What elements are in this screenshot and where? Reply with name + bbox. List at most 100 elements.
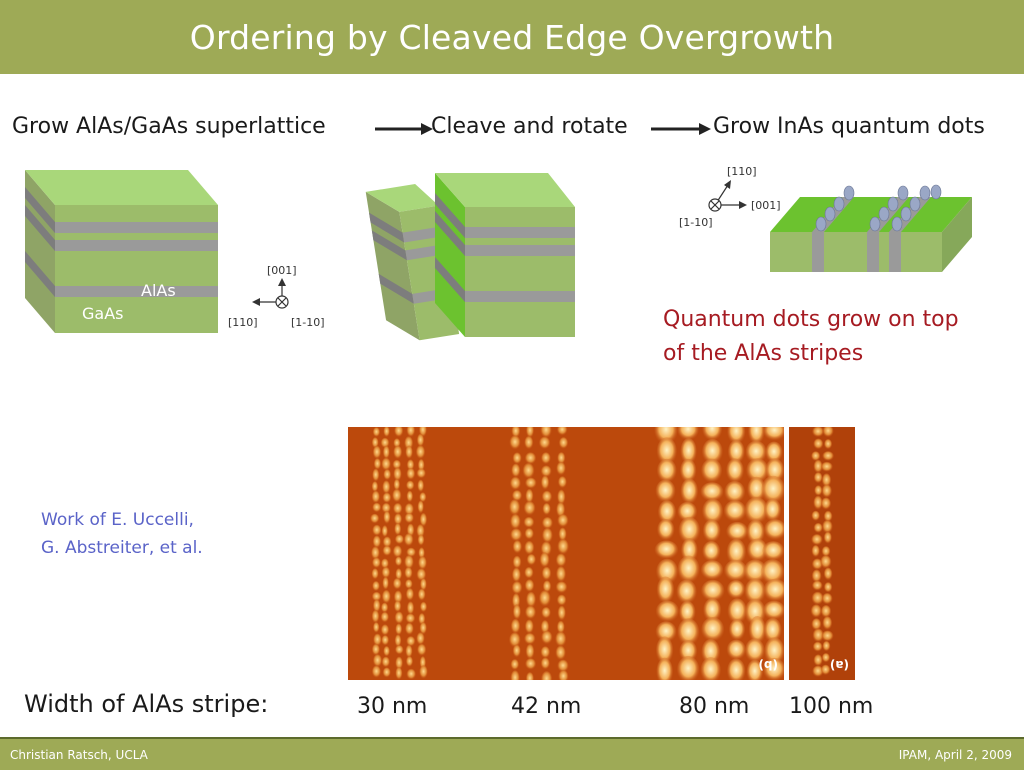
- afm-dot: [395, 623, 403, 636]
- afm-dot: [821, 593, 833, 605]
- afm-dot: [405, 644, 413, 659]
- cleave-rotate-diagram: [365, 173, 575, 341]
- afm-dot: [380, 437, 390, 449]
- afm-dot: [656, 458, 677, 484]
- afm-dot: [823, 567, 833, 581]
- afm-dot: [702, 498, 724, 525]
- afm-dot: [393, 445, 403, 460]
- afm-dot: [393, 467, 402, 482]
- afm-dot: [510, 670, 520, 680]
- afm-dot: [541, 517, 553, 530]
- afm-dot: [419, 513, 428, 527]
- afm-dot: [393, 478, 401, 491]
- afm-dot: [417, 459, 425, 472]
- afm-dot: [762, 541, 784, 562]
- afm-dot: [392, 578, 402, 590]
- afm-dot: [420, 578, 427, 592]
- afm-dot: [526, 427, 534, 439]
- afm-dot: [748, 616, 766, 645]
- afm-dot: [380, 624, 390, 636]
- afm-dot: [372, 557, 381, 569]
- afm-dot: [745, 440, 767, 464]
- afm-dot: [678, 516, 701, 545]
- afm-dot: [512, 540, 522, 554]
- width-label: Width of AlAs stripe:: [24, 690, 269, 718]
- afm-dot: [417, 643, 427, 657]
- afm-dot: [526, 554, 536, 566]
- afm-dot: [383, 427, 390, 438]
- afm-dot: [676, 579, 697, 605]
- afm-dot: [372, 581, 380, 592]
- afm-dot: [510, 659, 520, 671]
- afm-dot: [556, 620, 565, 635]
- afm-dot: [417, 588, 426, 601]
- afm-dot: [557, 514, 569, 528]
- afm-dot: [811, 451, 821, 462]
- afm-dot: [820, 605, 832, 618]
- afm-dot: [380, 602, 389, 613]
- afm-dot: [812, 641, 823, 652]
- width-30nm: 30 nm: [357, 694, 428, 719]
- afm-dot: [541, 566, 552, 581]
- afm-dot: [822, 616, 833, 631]
- afm-dot: [820, 555, 832, 569]
- afm-dot: [393, 513, 403, 526]
- afm-dot: [371, 481, 379, 493]
- afm-dot: [810, 604, 822, 618]
- afm-dot: [541, 671, 553, 680]
- afm-dot: [395, 645, 404, 655]
- afm-dot: [512, 604, 521, 621]
- afm-dot: [680, 438, 697, 466]
- afm-dot: [392, 488, 402, 503]
- afm-dot: [522, 463, 535, 479]
- credit-line-2: G. Abstreiter, et al.: [41, 538, 203, 558]
- afm-dot: [416, 468, 426, 479]
- afm-dot: [380, 611, 389, 623]
- afm-dot: [382, 536, 392, 548]
- afm-dot: [538, 436, 551, 450]
- afm-dot: [746, 659, 763, 680]
- afm-dot: [418, 547, 425, 559]
- afm-dot: [540, 657, 550, 670]
- afm-dot: [524, 633, 536, 645]
- afm-dot: [763, 519, 784, 541]
- afm-dot: [541, 630, 553, 645]
- afm-dot: [372, 622, 380, 634]
- afm-dot: [680, 478, 699, 505]
- afm-dot: [656, 576, 675, 605]
- afm-dot: [381, 502, 391, 514]
- afm-dot: [382, 480, 391, 495]
- afm-dot: [372, 599, 381, 613]
- afm-dot: [746, 458, 769, 484]
- afm-dot: [822, 640, 831, 652]
- afm-dot: [823, 510, 833, 523]
- afm-dot: [744, 638, 765, 663]
- afm-dot: [677, 555, 700, 584]
- afm-dot: [381, 589, 391, 604]
- superlattice-diagram: AlAs GaAs [001] [110] [1-10]: [25, 170, 325, 333]
- afm-dot: [822, 520, 833, 534]
- afm-dot: [811, 569, 822, 583]
- afm-dot: [701, 617, 725, 643]
- afm-dot: [541, 452, 551, 465]
- afm-dot: [812, 628, 824, 643]
- afm-dot: [509, 476, 521, 491]
- afm-dot: [655, 479, 676, 504]
- afm-dot: [526, 591, 536, 608]
- afm-dot: [824, 439, 833, 450]
- afm-dot: [392, 459, 402, 470]
- afm-dot: [371, 437, 379, 449]
- afm-dot: [382, 576, 389, 591]
- afm-dot: [743, 559, 767, 584]
- afm-dot: [727, 598, 747, 625]
- afm-dot: [677, 618, 700, 647]
- afm-dot: [555, 645, 566, 661]
- afm-dot: [405, 622, 414, 636]
- afm-dot: [416, 568, 427, 582]
- afm-dot: [726, 458, 744, 484]
- arrow-right-icon: [375, 123, 433, 135]
- afm-dot: [813, 654, 823, 667]
- afm-dot: [404, 512, 414, 524]
- afm-dot: [655, 621, 677, 643]
- afm-dot: [542, 503, 551, 516]
